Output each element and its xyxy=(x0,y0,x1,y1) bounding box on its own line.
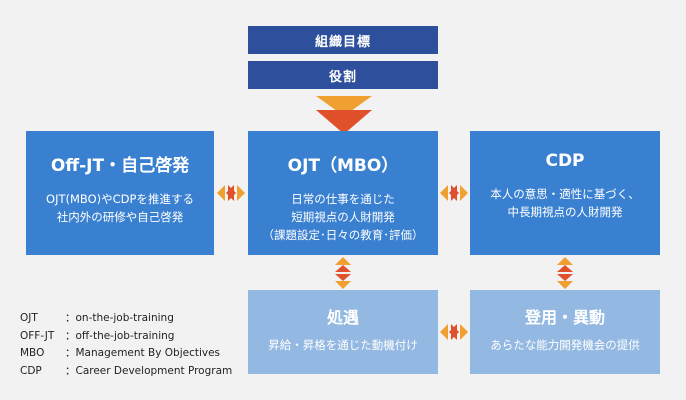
ojt-desc-3: （課題設定･日々の教育･評価） xyxy=(262,228,424,242)
treatment-desc: 昇給・昇格を通じた動機付け xyxy=(268,338,418,352)
role-bar: 役割 xyxy=(248,61,438,89)
legend-row: MBO：Management By Objectives xyxy=(20,347,221,359)
offjt-desc-2: 社内外の研修や自己啓発 xyxy=(56,210,184,224)
appointment-box: 登用・異動 あらたな能力開発機会の提供 xyxy=(470,290,660,374)
goal-bar: 組織目標 xyxy=(248,26,438,54)
offjt-desc-1: OJT(MBO)やCDPを推進する xyxy=(46,192,194,206)
treatment-box: 処遇 昇給・昇格を通じた動機付け xyxy=(248,290,438,374)
cdp-desc-2: 中長期視点の人財開発 xyxy=(507,205,623,219)
legend-row: CDP：Career Development Program xyxy=(20,364,233,377)
offjt-title: Off-JT・自己啓発 xyxy=(50,156,190,176)
double-arrow-icon xyxy=(440,324,468,340)
legend-row: OJT：on-the-job-training xyxy=(20,312,174,324)
treatment-title: 処遇 xyxy=(326,308,359,327)
cdp-desc-1: 本人の意思・適性に基づく、 xyxy=(490,187,640,201)
vertical-double-arrow-icon xyxy=(335,257,351,289)
legend: OJT：on-the-job-training OFF-JT：off-the-j… xyxy=(20,310,232,380)
offjt-box: Off-JT・自己啓発 OJT(MBO)やCDPを推進する 社内外の研修や自己啓… xyxy=(26,131,214,255)
legend-row: OFF-JT：off-the-job-training xyxy=(20,329,175,342)
ojt-box: OJT（MBO） 日常の仕事を通じた 短期視点の人財開発 （課題設定･日々の教育… xyxy=(248,131,438,255)
goal-label: 組織目標 xyxy=(314,34,371,50)
down-arrow-icon xyxy=(316,96,372,134)
ojt-title: OJT（MBO） xyxy=(287,156,399,176)
role-label: 役割 xyxy=(328,69,357,85)
appointment-desc: あらたな能力開発機会の提供 xyxy=(490,338,640,352)
ojt-desc-1: 日常の仕事を通じた xyxy=(291,192,395,206)
double-arrow-icon xyxy=(440,185,468,201)
appointment-title: 登用・異動 xyxy=(524,308,605,327)
double-arrow-icon xyxy=(217,185,245,201)
ojt-desc-2: 短期視点の人財開発 xyxy=(291,210,395,224)
vertical-double-arrow-icon xyxy=(557,257,573,289)
cdp-box: CDP 本人の意思・適性に基づく、 中長期視点の人財開発 xyxy=(470,131,660,255)
cdp-title: CDP xyxy=(545,151,585,171)
